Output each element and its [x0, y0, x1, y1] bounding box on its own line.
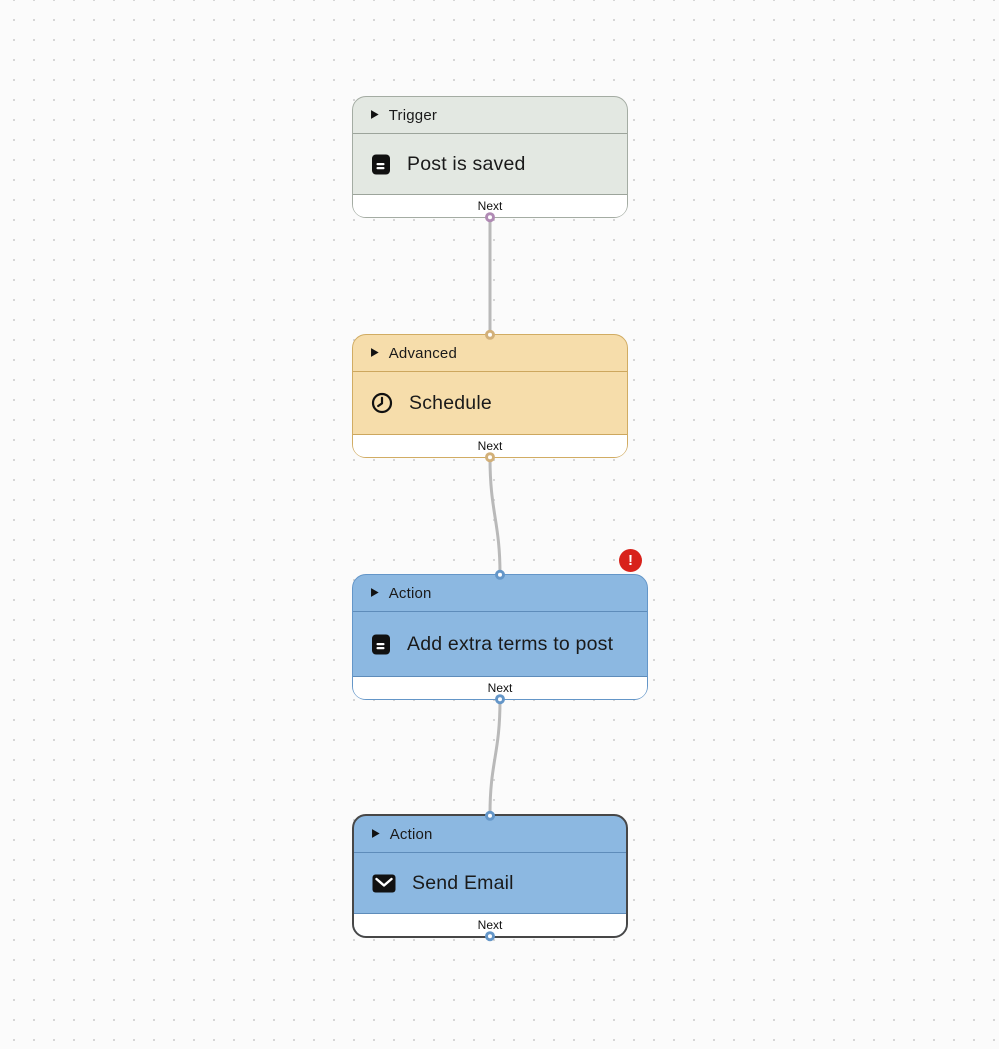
node-header[interactable]: ▶ Trigger — [353, 97, 627, 134]
input-port[interactable] — [495, 569, 505, 580]
node-label: Post is saved — [407, 152, 526, 175]
clock-icon — [371, 392, 393, 414]
node-label: Schedule — [409, 391, 492, 414]
node-header[interactable]: ▶ Action — [354, 816, 626, 853]
node-footer: Next — [353, 434, 627, 457]
node-category-label: Action — [389, 825, 433, 843]
collapse-arrow-icon[interactable]: ▶ — [372, 827, 380, 840]
error-badge-icon[interactable]: ! — [619, 549, 642, 572]
document-icon — [371, 634, 391, 655]
node-header[interactable]: ▶ Advanced — [353, 335, 627, 372]
node-trigger-post-is-saved[interactable]: ▶ Trigger Post is saved Next — [352, 96, 628, 223]
node-footer: Next — [354, 913, 626, 936]
input-port[interactable] — [485, 810, 495, 821]
node-body[interactable]: Add extra terms to post — [353, 612, 647, 676]
mail-icon — [372, 874, 396, 893]
node-body[interactable]: Schedule — [353, 372, 627, 434]
node-label: Add extra terms to post — [407, 632, 614, 655]
document-icon — [371, 154, 391, 175]
node-body[interactable]: Send Email — [354, 853, 626, 913]
node-category-label: Advanced — [388, 344, 458, 362]
output-port[interactable] — [485, 212, 495, 223]
node-header[interactable]: ▶ Action — [353, 575, 647, 612]
input-port[interactable] — [485, 329, 495, 340]
node-category-label: Trigger — [388, 106, 438, 124]
collapse-arrow-icon[interactable]: ▶ — [371, 586, 379, 599]
collapse-arrow-icon[interactable]: ▶ — [371, 108, 379, 121]
output-port[interactable] — [495, 694, 505, 705]
edge-schedule-to-addterms[interactable] — [488, 456, 502, 576]
node-action-add-extra-terms[interactable]: ! ▶ Action Add extra terms to post Next — [352, 549, 648, 705]
node-body[interactable]: Post is saved — [353, 134, 627, 194]
node-footer: Next — [353, 676, 647, 699]
edge-addterms-to-sendemail[interactable] — [488, 698, 502, 816]
collapse-arrow-icon[interactable]: ▶ — [371, 346, 379, 359]
node-advanced-schedule[interactable]: ▶ Advanced Schedule Next — [352, 329, 628, 463]
node-category-label: Action — [388, 584, 432, 602]
next-label: Next — [477, 918, 503, 932]
node-label: Send Email — [412, 871, 514, 894]
next-label: Next — [477, 439, 503, 453]
next-label: Next — [487, 681, 513, 695]
output-port[interactable] — [485, 931, 495, 942]
output-port[interactable] — [485, 452, 495, 463]
node-action-send-email[interactable]: ▶ Action Send Email Next — [352, 810, 628, 942]
next-label: Next — [477, 199, 503, 213]
node-footer: Next — [353, 194, 627, 217]
